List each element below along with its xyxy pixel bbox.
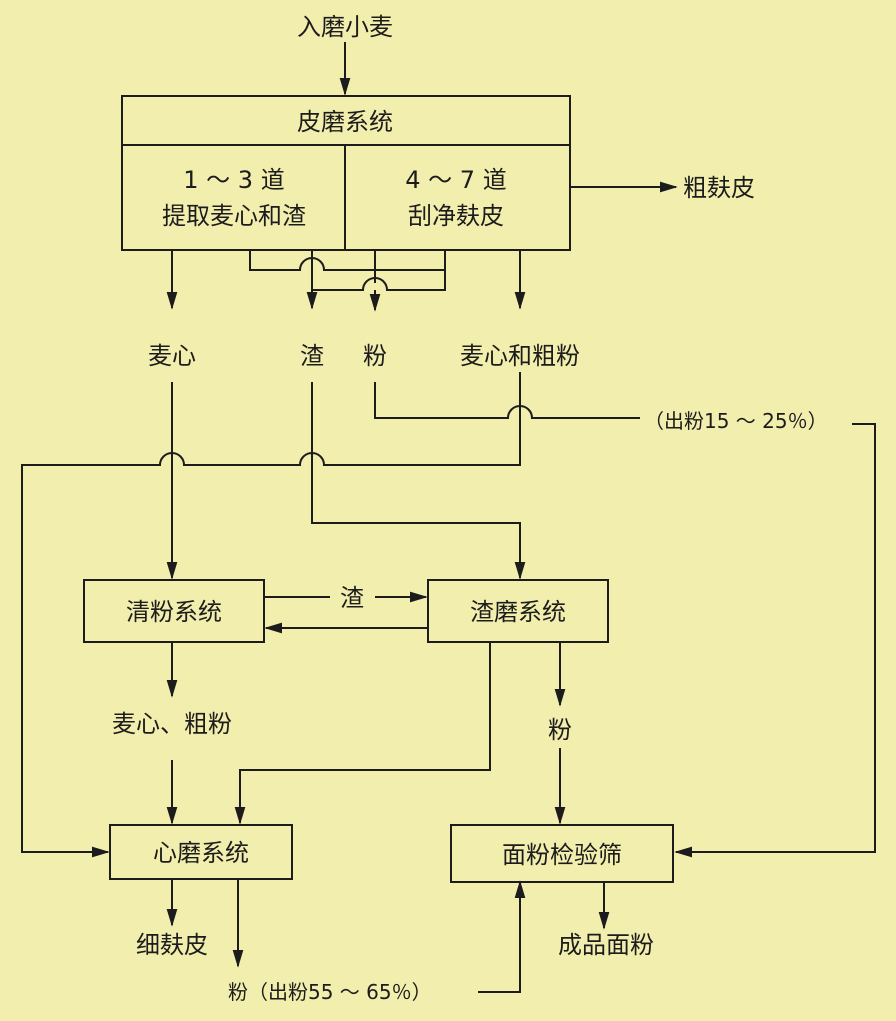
flour-line-1 <box>374 382 640 419</box>
bran-system-title: 皮磨系统 <box>297 108 393 136</box>
flour-return-to-sifter <box>478 880 526 993</box>
flour-yield-1: （出粉15 ～ 25％） <box>644 409 828 433</box>
semolina-label: 麦心 <box>148 342 196 370</box>
fine-bran-label: 细麸皮 <box>136 931 208 959</box>
flour-line-2 <box>674 423 876 858</box>
tailings-mill-label: 渣磨系统 <box>470 598 566 626</box>
loop-to-reduction <box>21 372 521 858</box>
bran-right-line1: 4 ～ 7 道 <box>405 166 506 194</box>
bran-left-line2: 提取麦心和渣 <box>162 202 306 230</box>
mill-to-reduction <box>234 642 491 825</box>
purifier-out-label: 麦心、粗粉 <box>112 710 232 738</box>
tailings-mill-box <box>427 579 609 643</box>
flour-sifter-label: 面粉检验筛 <box>502 841 622 869</box>
tailings-label: 渣 <box>300 342 324 370</box>
tailings-mid-label: 渣 <box>340 584 364 612</box>
finished-flour-label: 成品面粉 <box>558 931 654 959</box>
flour-sifter-box <box>450 824 674 883</box>
flour-label: 粉 <box>363 342 387 370</box>
bran-left-line1: 1 ～ 3 道 <box>183 166 284 194</box>
connector-a <box>249 250 446 271</box>
mill-flour-label: 粉 <box>548 716 572 744</box>
semolina-middlings-label: 麦心和粗粉 <box>460 342 580 370</box>
bran-right-line2: 刮净麸皮 <box>408 202 504 230</box>
coarse-bran-label: 粗麸皮 <box>683 174 755 202</box>
flour-yield-2: 粉（出粉55 ～ 65％） <box>228 980 432 1004</box>
purifier-box <box>83 579 265 643</box>
input-label: 入磨小麦 <box>297 13 393 41</box>
purifier-label: 清粉系统 <box>126 598 222 626</box>
reduction-label: 心磨系统 <box>153 839 249 867</box>
reduction-box <box>109 824 293 880</box>
tailings-to-mill <box>311 382 526 580</box>
connector-b <box>312 250 446 291</box>
